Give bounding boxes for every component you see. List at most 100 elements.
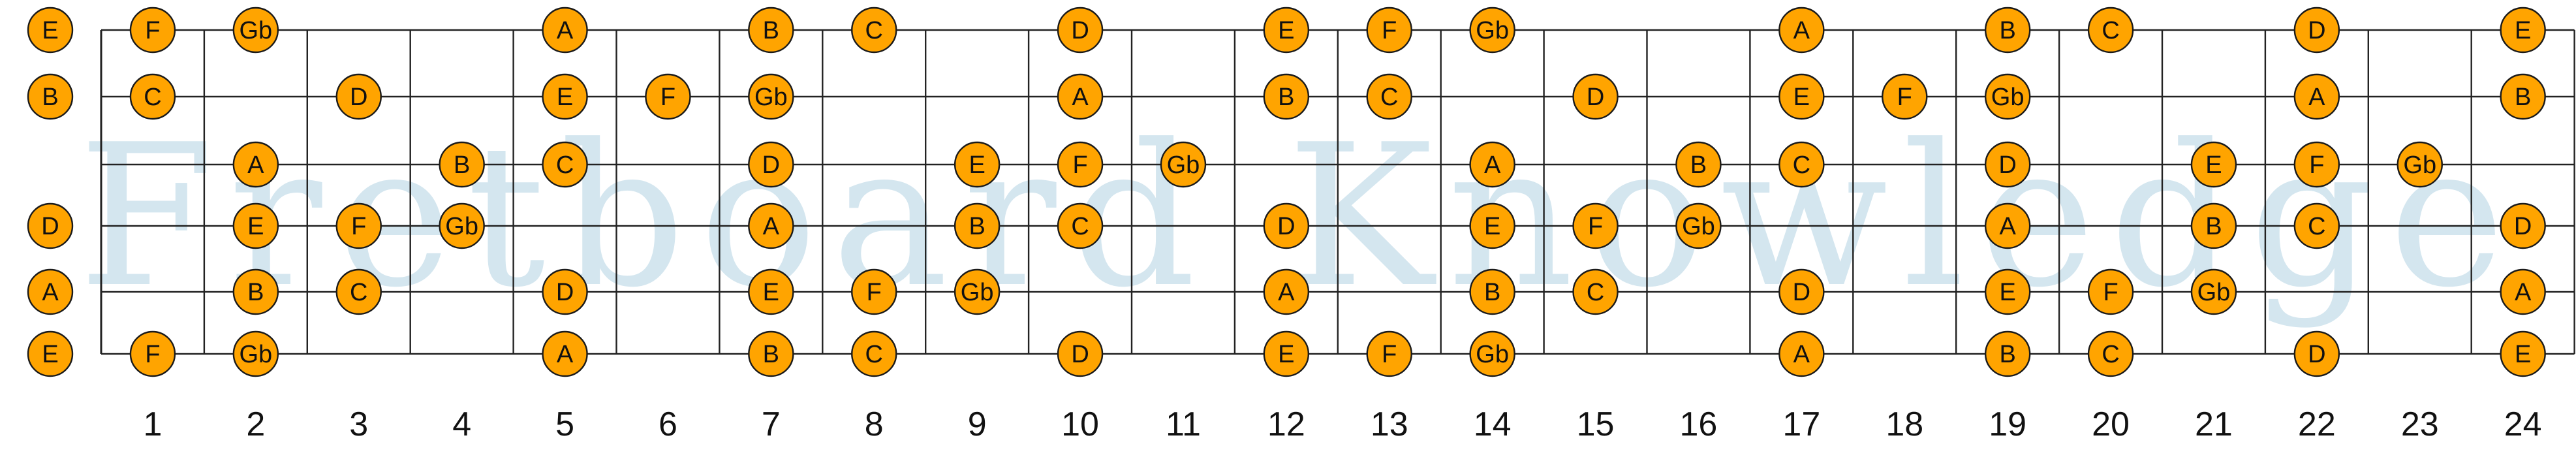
note-marker: B: [1984, 330, 2031, 377]
note-label: B: [1484, 279, 1500, 306]
note-marker: F: [851, 268, 897, 315]
note-circle: [2293, 330, 2340, 377]
note-label: C: [1793, 151, 1810, 179]
note-marker: E: [542, 73, 588, 120]
fret-number: 2: [246, 405, 265, 443]
note-circle: [1572, 202, 1619, 249]
note-circle: [2087, 7, 2134, 54]
note-marker: E: [1263, 7, 1310, 54]
note-circle: [1778, 268, 1825, 315]
note-marker: A: [1263, 268, 1310, 315]
note-marker: E: [232, 202, 279, 249]
note-marker: A: [2293, 73, 2340, 120]
note-marker: D: [2293, 7, 2340, 54]
note-marker: B: [1675, 141, 1722, 188]
note-marker: B: [954, 202, 1001, 249]
note-marker: A: [27, 268, 74, 315]
note-label: F: [1382, 341, 1397, 368]
note-circle: [1263, 330, 1310, 377]
note-circle: [129, 330, 176, 377]
note-label: A: [557, 17, 574, 44]
note-circle: [1263, 73, 1310, 120]
note-label: F: [145, 17, 160, 44]
note-label: A: [1484, 151, 1501, 179]
note-label: E: [763, 279, 779, 306]
fret-number: 1: [143, 405, 162, 443]
fret-number: 24: [2504, 405, 2542, 443]
note-marker: Gb: [1469, 7, 1515, 54]
note-circle: [2190, 202, 2237, 249]
note-marker: A: [1778, 7, 1825, 54]
note-label: F: [1588, 213, 1603, 240]
fret-number: 19: [1989, 405, 2026, 443]
note-label: C: [556, 151, 574, 179]
note-marker: B: [1984, 7, 2031, 54]
note-circle: [748, 202, 794, 249]
note-label: D: [2514, 213, 2532, 240]
note-marker: A: [748, 202, 794, 249]
note-circle: [748, 268, 794, 315]
note-circle: [2500, 73, 2546, 120]
note-circle: [27, 268, 74, 315]
note-label: A: [1793, 17, 1810, 44]
note-marker: F: [1572, 202, 1619, 249]
note-marker: C: [1057, 202, 1104, 249]
note-circle: [1057, 202, 1104, 249]
note-marker: E: [1778, 73, 1825, 120]
note-circle: [1984, 330, 2031, 377]
note-circle: [2500, 268, 2546, 315]
note-label: E: [42, 341, 58, 368]
note-label: A: [42, 279, 59, 306]
note-label: D: [350, 84, 367, 111]
note-circle: [2293, 202, 2340, 249]
note-circle: [2293, 73, 2340, 120]
note-circle: [1469, 141, 1515, 188]
note-label: F: [2103, 279, 2118, 306]
fret-number: 16: [1680, 405, 1718, 443]
note-marker: A: [1984, 202, 2031, 249]
note-circle: [542, 7, 588, 54]
fret-number: 7: [762, 405, 781, 443]
note-marker: E: [954, 141, 1001, 188]
note-circle: [2087, 330, 2134, 377]
note-circle: [1984, 7, 2031, 54]
note-marker: Gb: [2397, 141, 2443, 188]
note-marker: A: [232, 141, 279, 188]
note-circle: [1984, 73, 2031, 120]
note-label: B: [763, 341, 779, 368]
note-label: A: [1999, 213, 2016, 240]
note-label: D: [762, 151, 780, 179]
note-marker: B: [748, 330, 794, 377]
note-label: A: [1793, 341, 1810, 368]
note-marker: E: [1263, 330, 1310, 377]
note-circle: [1469, 202, 1515, 249]
note-marker: D: [1984, 141, 2031, 188]
note-circle: [2190, 141, 2237, 188]
note-circle: [954, 268, 1001, 315]
note-label: D: [1793, 279, 1810, 306]
fret-number: 22: [2298, 405, 2336, 443]
note-label: E: [1793, 84, 1810, 111]
note-label: C: [865, 341, 883, 368]
note-circle: [1057, 141, 1104, 188]
fret-number: 21: [2195, 405, 2233, 443]
fret-number: 9: [968, 405, 987, 443]
note-circle: [335, 202, 382, 249]
note-circle: [27, 7, 74, 54]
note-marker: C: [335, 268, 382, 315]
note-label: B: [42, 84, 58, 111]
note-circle: [232, 7, 279, 54]
note-marker: B: [27, 73, 74, 120]
note-circle: [2500, 7, 2546, 54]
note-circle: [27, 202, 74, 249]
note-marker: A: [1778, 330, 1825, 377]
note-label: E: [1278, 17, 1294, 44]
note-label: B: [1690, 151, 1707, 179]
note-circle: [748, 7, 794, 54]
note-marker: E: [27, 7, 74, 54]
note-marker: A: [542, 330, 588, 377]
note-label: C: [350, 279, 367, 306]
note-marker: C: [2087, 7, 2134, 54]
note-label: B: [969, 213, 985, 240]
